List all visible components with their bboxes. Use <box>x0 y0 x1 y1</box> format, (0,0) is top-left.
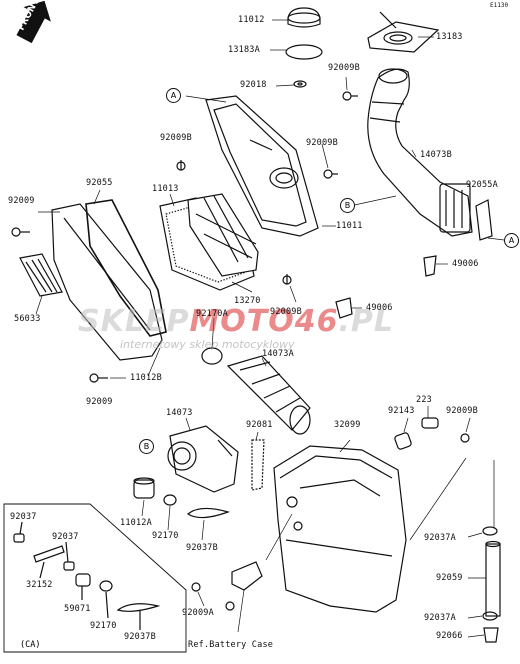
cap-92066 <box>483 627 499 643</box>
frame-13270 <box>187 193 259 277</box>
part-label[interactable]: 92009B <box>446 406 478 416</box>
clip-49006-b <box>335 297 353 319</box>
part-label[interactable]: 13183 <box>436 32 463 42</box>
seal-92055a <box>475 199 493 241</box>
boot-14073 <box>167 425 239 493</box>
strap-92081 <box>251 439 265 491</box>
ref-battery-case-label: Ref.Battery Case <box>188 640 274 650</box>
part-label[interactable]: 92055A <box>466 180 498 190</box>
inset-ca-frame <box>3 503 187 653</box>
part-label[interactable]: 92170 <box>152 531 179 541</box>
callout-b: B <box>139 439 154 454</box>
callout-a: A <box>166 88 181 103</box>
airbox-11011 <box>205 95 319 237</box>
watermark-part: 46 <box>294 304 339 339</box>
part-label[interactable]: 14073B <box>420 150 452 160</box>
clip-92037b <box>186 507 230 519</box>
bracket <box>231 561 263 591</box>
gasket-13183a <box>285 44 323 60</box>
watermark-part: MOTO <box>189 304 295 339</box>
watermark: SKLEPMOTO46.PL <box>78 304 394 339</box>
clamp-92170 <box>163 494 177 506</box>
part-label[interactable]: 92009B <box>328 63 360 73</box>
part-label[interactable]: 11012 <box>238 15 265 25</box>
part-label[interactable]: 92009B <box>306 138 338 148</box>
watermark-part: .PL <box>338 304 395 339</box>
watermark-part: SKLEP <box>78 304 190 339</box>
diagram-code: E1130 <box>490 2 509 9</box>
part-label[interactable]: 92170A <box>196 309 228 319</box>
plate-13183 <box>367 11 440 53</box>
watermark-subtitle: internetowy sklep motocyklowy <box>120 338 295 351</box>
part-label[interactable]: 11013 <box>152 184 179 194</box>
front-arrow-icon <box>16 0 51 44</box>
part-label[interactable]: 13183A <box>228 45 260 55</box>
part-label[interactable]: 92037 <box>10 512 37 522</box>
part-label[interactable]: 92059 <box>436 573 463 583</box>
part-label[interactable]: 92081 <box>246 420 273 430</box>
part-label[interactable]: 92009B <box>160 133 192 143</box>
part-label[interactable]: 32099 <box>334 420 361 430</box>
case-32099 <box>273 445 407 613</box>
part-label[interactable]: 11011 <box>336 221 363 231</box>
part-label[interactable]: 32152 <box>26 580 53 590</box>
part-label[interactable]: 49006 <box>366 303 393 313</box>
part-label[interactable]: 11012A <box>120 518 152 528</box>
washer-92018 <box>293 80 307 88</box>
clamp-92037a-bottom <box>482 611 498 621</box>
inset-parts <box>13 521 161 630</box>
part-label[interactable]: 92009 <box>8 196 35 206</box>
part-label[interactable]: 92037 <box>52 532 79 542</box>
part-label[interactable]: 92037B <box>124 632 156 642</box>
part-label[interactable]: 92009A <box>182 608 214 618</box>
part-label[interactable]: 49006 <box>452 259 479 269</box>
part-label[interactable]: 92066 <box>436 631 463 641</box>
part-label[interactable]: 92055 <box>86 178 113 188</box>
snorkel-14073b <box>367 68 473 237</box>
clamp-92037a-top <box>482 526 498 536</box>
label-56033 <box>19 253 63 297</box>
cap-11012a <box>133 477 155 499</box>
part-label[interactable]: 92037B <box>186 543 218 553</box>
part-label[interactable]: 223 <box>416 395 432 405</box>
part-label[interactable]: 13270 <box>234 296 261 306</box>
callout-a: A <box>504 233 519 248</box>
duct-14073a <box>226 355 311 435</box>
part-label[interactable]: 92037A <box>424 533 456 543</box>
part-label[interactable]: 14073A <box>262 349 294 359</box>
part-label[interactable]: 92143 <box>388 406 415 416</box>
collar-92143 <box>394 432 412 450</box>
part-label[interactable]: 92037A <box>424 613 456 623</box>
part-label[interactable]: 92009 <box>86 397 113 407</box>
hose-92059 <box>485 540 501 617</box>
inset-label: (CA) <box>20 640 41 650</box>
part-label[interactable]: 92009B <box>270 307 302 317</box>
cap-11012 <box>287 7 321 28</box>
part-label[interactable]: 59071 <box>64 604 91 614</box>
gasket-92055 <box>85 199 167 337</box>
part-label[interactable]: 92018 <box>240 80 267 90</box>
clip-49006 <box>423 255 437 277</box>
part-label[interactable]: 92170 <box>90 621 117 631</box>
bolt-icon <box>11 91 470 611</box>
part-label[interactable]: 14073 <box>166 408 193 418</box>
callout-b: B <box>340 198 355 213</box>
grommet-223 <box>421 417 439 429</box>
part-label[interactable]: 11012B <box>130 373 162 383</box>
part-label[interactable]: 56033 <box>14 314 41 324</box>
